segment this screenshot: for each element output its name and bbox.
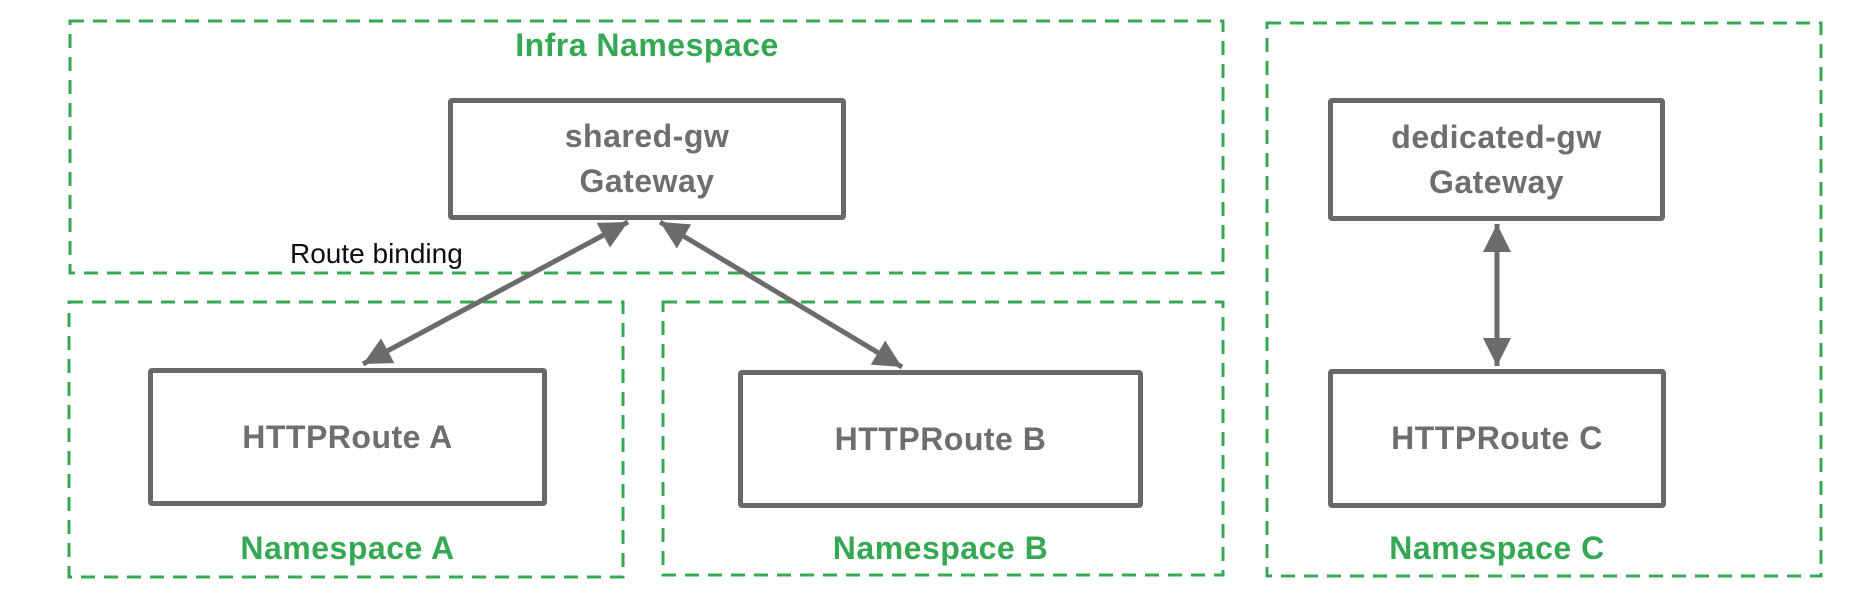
namespace-c-label: Namespace C: [1389, 530, 1605, 566]
namespace-b-label: Namespace B: [832, 530, 1049, 566]
namespace-a-label: Namespace A: [240, 530, 455, 566]
node-httproute-b: HTTPRoute B: [738, 370, 1143, 508]
node-shared-gw-name: shared-gw: [564, 118, 730, 155]
node-shared-gw-gateway: shared-gw Gateway: [448, 98, 846, 220]
node-dedicated-gw-gateway: dedicated-gw Gateway: [1328, 98, 1665, 221]
namespace-infra-label: Infra Namespace: [515, 27, 779, 63]
node-httproute-c-label: HTTPRoute C: [1391, 420, 1603, 457]
arrow-shared-gw-to-httproute-b: [658, 219, 904, 370]
node-shared-gw-kind: Gateway: [579, 163, 715, 199]
node-httproute-b-label: HTTPRoute B: [834, 420, 1047, 457]
node-dedicated-gw-name: dedicated-gw: [1391, 118, 1602, 155]
node-httproute-c: HTTPRoute C: [1328, 369, 1666, 508]
node-httproute-a-label: HTTPRoute A: [242, 418, 453, 455]
node-dedicated-gw-kind: Gateway: [1428, 163, 1565, 200]
node-httproute-a: HTTPRoute A: [148, 368, 547, 506]
route-binding-annotation: Route binding: [290, 238, 463, 269]
